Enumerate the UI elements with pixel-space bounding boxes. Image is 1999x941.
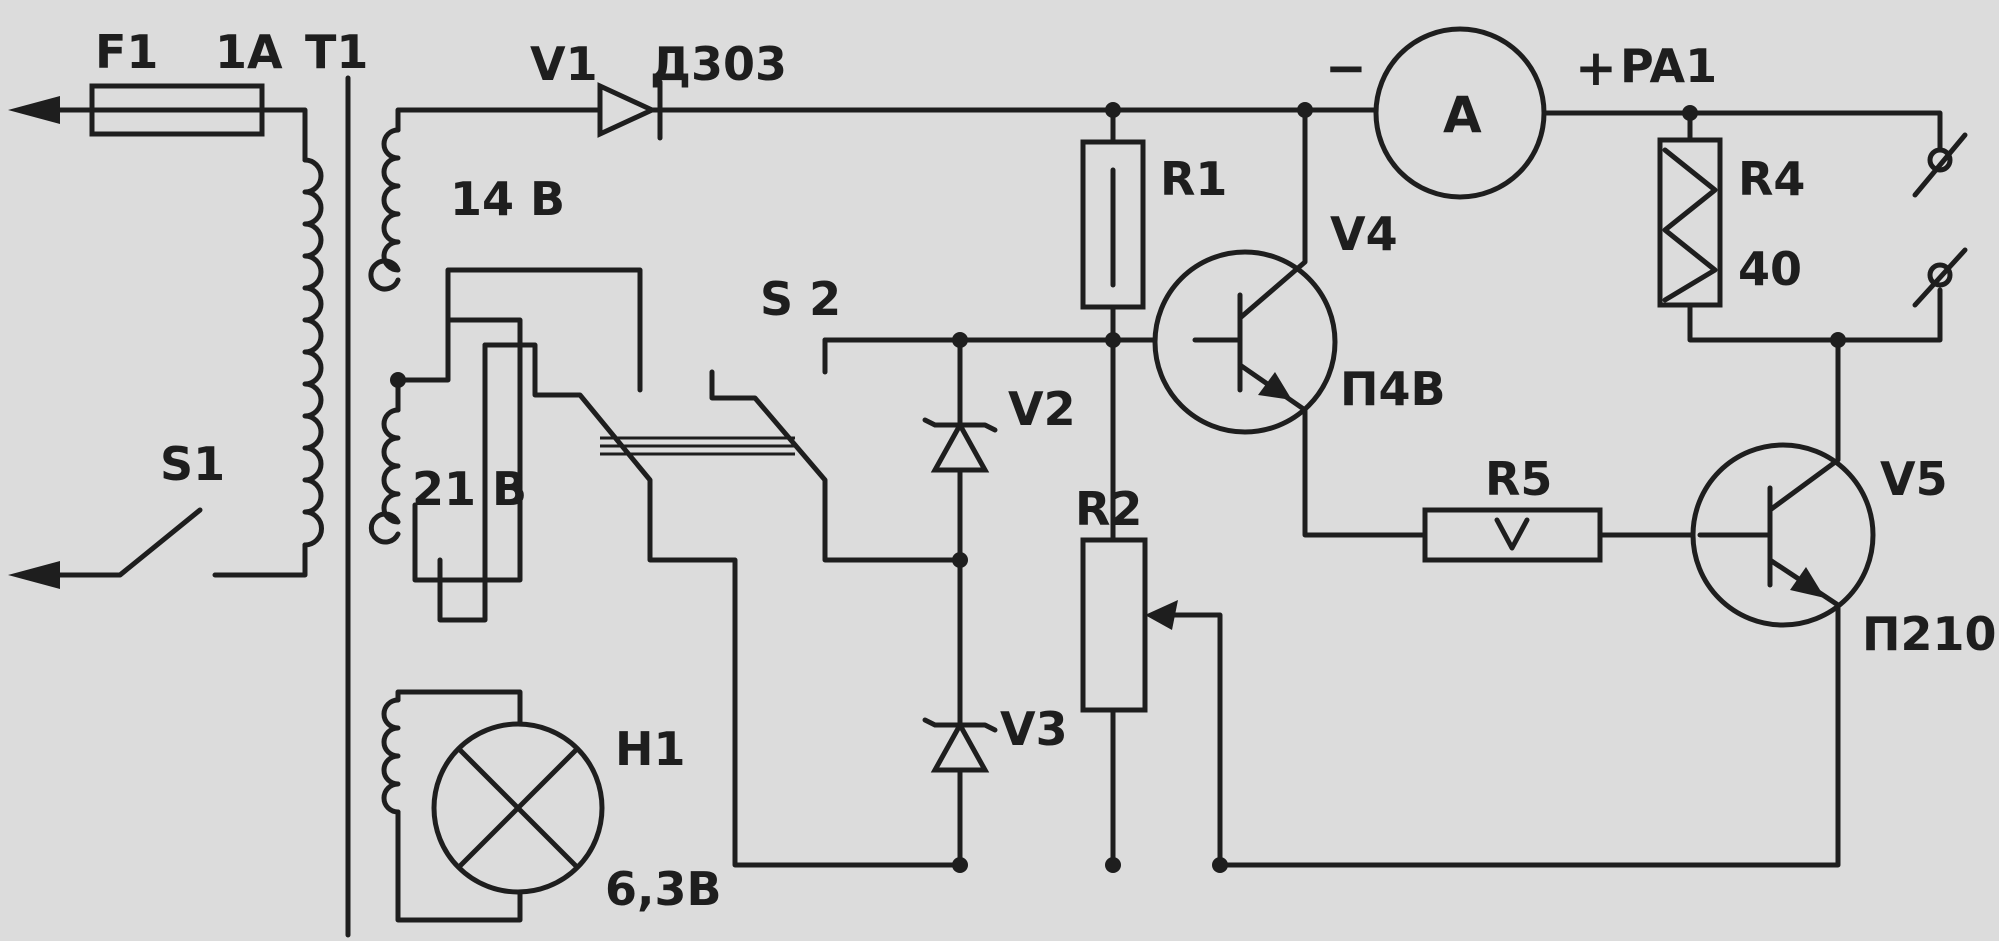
label-v2: V2 (1008, 382, 1076, 436)
labels: F1 1A T1 V1 Д303 − + PA1 A 14 В 21 В S1 … (95, 25, 1997, 916)
terminal-plus[interactable] (1927, 147, 1953, 173)
lamp-h1 (395, 689, 605, 923)
resistor-r2 (1080, 537, 1148, 713)
label-winding-21: 21 В (412, 462, 527, 516)
mains-input (8, 83, 308, 589)
zener-v3 (930, 719, 990, 773)
divider (957, 102, 1228, 873)
label-r4-value: 40 (1738, 242, 1802, 296)
zener-chain (922, 332, 998, 873)
label-switch2: S 2 (760, 272, 841, 326)
label-transformer: T1 (305, 25, 368, 79)
label-fuse: F1 (95, 25, 158, 79)
tap-wiring (395, 267, 963, 868)
primary-winding (302, 157, 324, 548)
label-v4-type: П4В (1340, 362, 1446, 416)
mains-arrow-bottom (8, 561, 60, 589)
zener-v2 (930, 419, 990, 473)
transistor-v4 (1152, 102, 1428, 538)
label-r1: R1 (1160, 152, 1227, 206)
label-diode-type: Д303 (650, 37, 787, 91)
diode-v1 (597, 79, 1383, 141)
resistor-r5 (1422, 507, 1753, 563)
label-diode: V1 (530, 37, 598, 91)
secondary-winding-21v (368, 407, 401, 545)
switch-s1 (37, 507, 203, 578)
resistor-r4 (1657, 110, 1943, 348)
ammeter-pa1 (1373, 26, 1943, 200)
label-v5: V5 (1880, 452, 1948, 506)
label-minus: − (1325, 39, 1367, 97)
mains-arrow-top (8, 96, 60, 124)
label-plus: + (1575, 39, 1617, 97)
transistor-v5 (1217, 337, 1876, 868)
label-v4: V4 (1330, 207, 1398, 261)
label-ammeter-symbol: A (1443, 86, 1482, 144)
label-r2: R2 (1075, 482, 1142, 536)
label-winding-14: 14 В (450, 172, 565, 226)
label-v5-type: П210 (1862, 607, 1997, 661)
secondary-winding-14v (368, 127, 401, 292)
output-terminals (1912, 132, 1968, 308)
r2-wiper-arrow (1145, 600, 1178, 630)
label-fuse-rating: 1A (215, 25, 283, 79)
label-lamp: H1 (615, 722, 686, 776)
label-ammeter: PA1 (1620, 39, 1717, 93)
label-r4: R4 (1738, 152, 1805, 206)
transformer-t1 (302, 75, 603, 938)
label-lamp-voltage: 6,3В (605, 862, 722, 916)
label-switch1: S1 (160, 437, 225, 491)
label-r5: R5 (1485, 452, 1552, 506)
switch-s2 (600, 337, 963, 563)
lamp-winding (381, 697, 401, 815)
label-v3: V3 (1000, 702, 1068, 756)
